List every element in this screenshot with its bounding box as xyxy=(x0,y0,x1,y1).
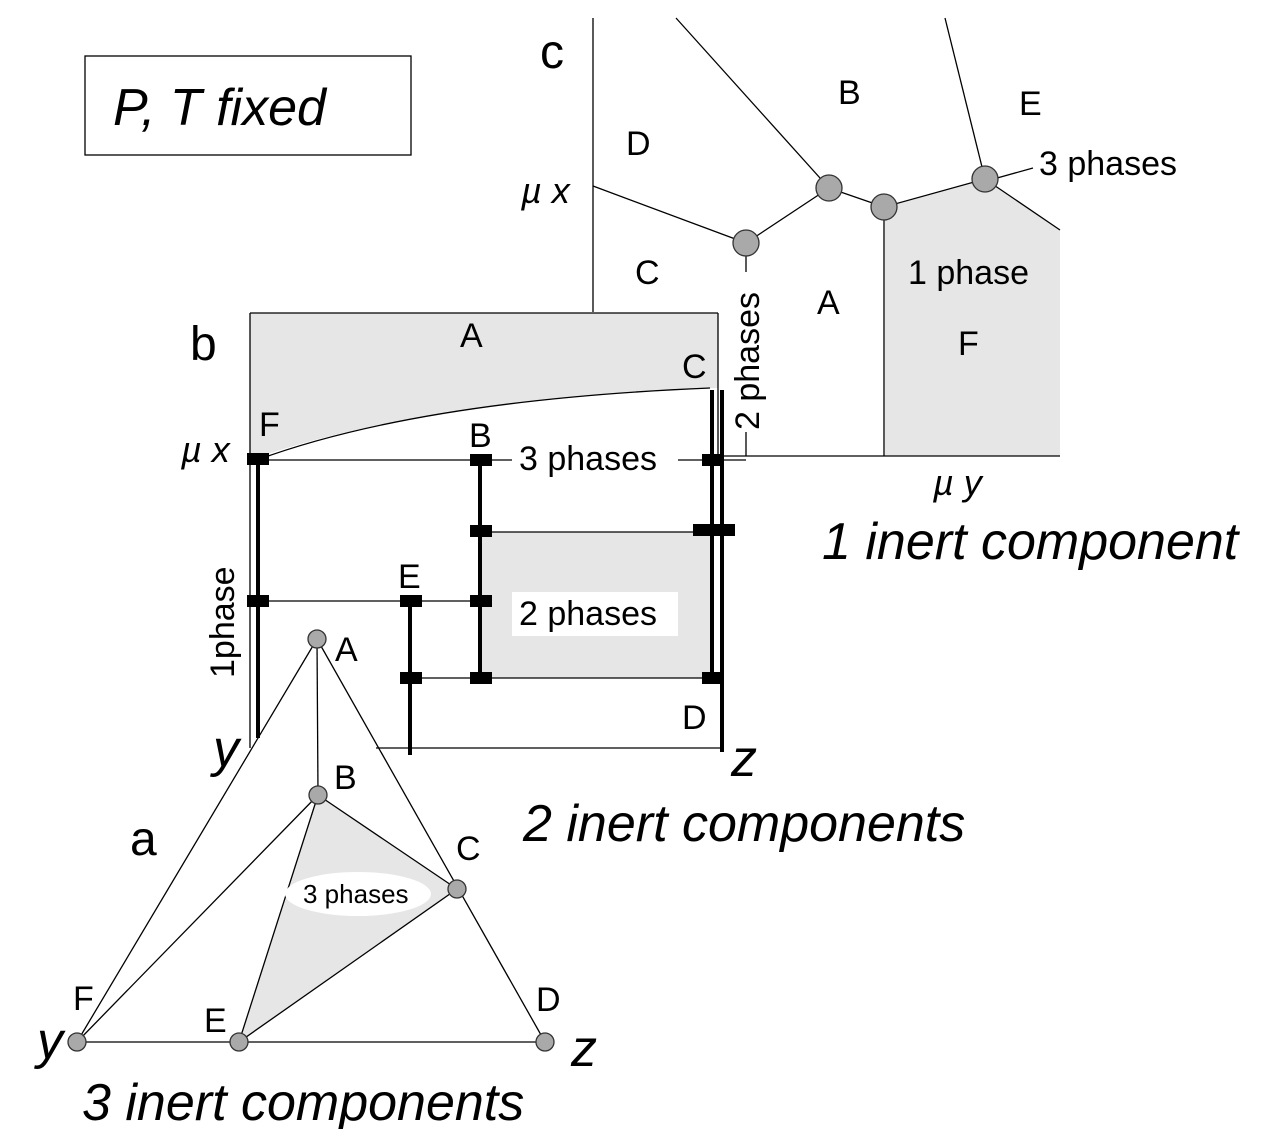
region-a-label: A xyxy=(817,284,840,322)
title-text: P, T fixed xyxy=(113,79,328,137)
point-e-label-b: E xyxy=(398,558,421,596)
region-a-shade-b xyxy=(250,313,718,460)
point-b-label-a: B xyxy=(334,759,357,797)
triple-point-ef xyxy=(971,165,999,193)
region-f-shade xyxy=(885,180,1060,456)
point-f-label-a: F xyxy=(73,980,94,1018)
point-f-node xyxy=(67,1032,87,1052)
mu-x-label-c: µ x xyxy=(520,170,572,211)
region-d-label: D xyxy=(626,125,651,163)
point-b-node xyxy=(308,785,328,805)
corner-z-label-a: z xyxy=(570,1020,597,1078)
title-box: P, T fixed xyxy=(84,55,412,156)
boundary-e-f xyxy=(984,178,1061,231)
three-phases-label-a: 3 phases xyxy=(303,879,409,909)
panel-c-letter: c xyxy=(540,26,564,79)
boundary-b-e xyxy=(944,17,986,180)
one-phase-label-c: 1 phase xyxy=(908,254,1029,292)
three-phases-label-c: 3 phases xyxy=(1039,145,1177,183)
caption-panel-a: 3 inert components xyxy=(82,1074,524,1129)
corner-z-label-b: z xyxy=(730,730,757,788)
triangle-edge-left xyxy=(76,638,318,1043)
panel-a-letter: a xyxy=(130,813,157,866)
panel-c: c µ x µ y B E D C A F 1 phase 3 phases 2… xyxy=(520,17,1241,571)
triple-point-cd xyxy=(732,229,760,257)
panel-a: a A B C F E D 3 phases y z 3 inert compo… xyxy=(34,629,597,1129)
point-b-label-b: B xyxy=(469,417,492,455)
corner-y-label-b: y xyxy=(210,720,242,778)
triple-point-ab xyxy=(870,193,898,221)
mu-x-label-b: µ x xyxy=(180,429,232,470)
point-c-node xyxy=(447,879,467,899)
point-c-label-a: C xyxy=(456,830,481,868)
caption-panel-c: 1 inert component xyxy=(822,513,1241,571)
caption-panel-b: 2 inert components xyxy=(522,795,965,853)
point-d-label-b: D xyxy=(682,699,707,737)
one-phase-label-b: 1phase xyxy=(204,566,242,678)
point-e-node xyxy=(229,1032,249,1052)
panel-b-letter: b xyxy=(190,318,217,371)
two-phases-label-c: 2 phases xyxy=(729,292,767,430)
region-c-label: C xyxy=(635,254,660,292)
region-e-label: E xyxy=(1019,85,1042,123)
region-b-label: B xyxy=(838,74,861,112)
point-c-label-b: C xyxy=(682,348,707,386)
tie-line-markers-b xyxy=(247,453,735,684)
boundary-c-b xyxy=(745,187,830,244)
triple-point-bc xyxy=(815,174,843,202)
panel-b: b µ x A C F B E D 3 phases 2 phases 1pha… xyxy=(180,312,965,853)
corner-y-label-a: y xyxy=(34,1012,66,1070)
three-phases-label-b: 3 phases xyxy=(519,440,657,478)
triangle-edge-right xyxy=(316,638,546,1043)
boundary-d-c xyxy=(592,185,747,244)
point-f-label-b: F xyxy=(259,406,280,444)
boundary-b-f xyxy=(883,178,986,208)
point-a-label-b: A xyxy=(460,317,483,355)
boundary-curve-b xyxy=(256,387,711,461)
boundary-d-b xyxy=(675,17,830,189)
two-phases-label-b: 2 phases xyxy=(519,595,657,633)
point-e-label-a: E xyxy=(204,1002,227,1040)
point-a-label-a: A xyxy=(335,631,358,669)
point-a-node xyxy=(307,629,327,649)
mu-y-label-c: µ y xyxy=(932,462,984,503)
point-d-label-a: D xyxy=(536,981,561,1019)
region-f-label: F xyxy=(958,325,979,363)
point-d-node xyxy=(535,1032,555,1052)
three-phase-shade-a xyxy=(239,795,457,1042)
